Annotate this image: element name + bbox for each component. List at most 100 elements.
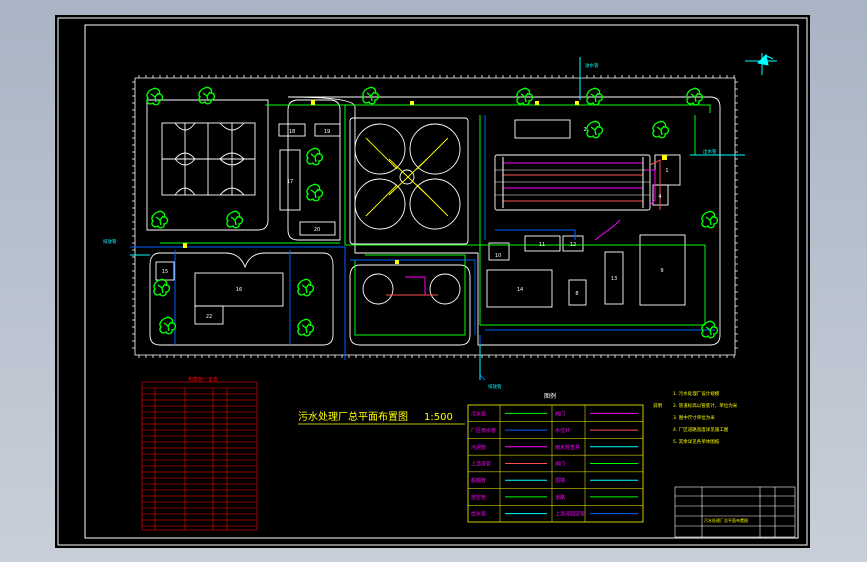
- tree-icon: [362, 86, 380, 105]
- label-4: 4: [658, 194, 661, 200]
- tree-icon: [146, 87, 164, 106]
- notes-title: 说明: [653, 402, 662, 409]
- legend-label-left: 放空管: [471, 494, 486, 501]
- label-22: 22: [206, 314, 212, 320]
- legend-label-right: 上清液回流管: [555, 511, 585, 518]
- sludge-pipes: [405, 169, 656, 295]
- structure-table: [141, 381, 258, 531]
- structure-17: [279, 149, 301, 211]
- note-4: 4. 厂区道路宽度详见施工图: [673, 426, 729, 433]
- title-block-project: 污水处理厂总平面布置图: [704, 517, 748, 523]
- water-supply-pipes: [130, 57, 745, 380]
- callout-outlet: 出水管: [703, 148, 717, 155]
- legend-label-left: 污水管: [471, 410, 486, 417]
- label-14: 14: [517, 287, 523, 293]
- callout-rain: 排放管: [103, 238, 117, 245]
- label-16: 16: [236, 287, 242, 293]
- north-arrow-icon: [745, 53, 777, 75]
- legend-label-left: 污泥管: [471, 444, 486, 451]
- label-15: 15: [162, 269, 168, 275]
- legend-label-right: 雨水检查井: [555, 444, 580, 451]
- tree-icon: [159, 316, 177, 335]
- structure-14: [486, 269, 553, 308]
- road-network: [146, 96, 721, 346]
- structure-9: [639, 234, 686, 306]
- structure-12: [562, 235, 584, 252]
- legend-label-right: 道路: [555, 494, 565, 501]
- pipe-fittings: [183, 100, 667, 264]
- structure-22: [194, 305, 224, 325]
- label-17: 17: [287, 179, 293, 185]
- site-boundary-wall: [132, 75, 738, 358]
- label-20: 20: [314, 227, 320, 233]
- legend-label-right: 水位计: [555, 427, 570, 434]
- note-5: 5. 其余详见各单体图纸: [673, 438, 720, 445]
- structure-10: [488, 242, 510, 261]
- tree-icon: [198, 86, 216, 105]
- drawing-title: 污水处理厂总平面布置图: [298, 410, 408, 423]
- note-1: 1. 污水处理厂设计规模: [673, 390, 720, 397]
- rain-pipes: [130, 115, 715, 381]
- structures: [155, 117, 686, 325]
- legend-title: 图例: [544, 392, 556, 400]
- label-19: 19: [324, 129, 330, 135]
- structure-8: [568, 279, 587, 306]
- legend-label-right: 闸门: [555, 461, 565, 468]
- legend-label-left: 超越管: [471, 477, 486, 484]
- structure-19: [314, 123, 341, 137]
- structure-labels: 2 1 4 10 11 12 13 9 14 8 15 16 22 18 19 …: [162, 127, 669, 320]
- notes: 说明 1. 污水处理厂设计规模 2. 管道标高以管底计，单位为米 3. 图中尺寸…: [653, 390, 738, 445]
- legend-label-left: 给水管: [471, 511, 486, 518]
- structure-13: [604, 251, 624, 305]
- structure-20: [299, 221, 336, 236]
- label-9: 9: [660, 268, 663, 274]
- tree-icon: [586, 120, 604, 139]
- legend-label-left: 厂区雨水管: [471, 427, 496, 434]
- tree-icon: [226, 210, 244, 229]
- structure-16: [194, 272, 284, 307]
- callout-discharge: 排放管: [488, 383, 502, 390]
- drawing-title-block: 污水处理厂总平面布置图 1:500: [298, 410, 465, 425]
- label-8: 8: [575, 291, 578, 297]
- legend-label-left: 上清液管: [471, 461, 491, 468]
- structure-18: [278, 123, 306, 137]
- structure-clarifier-tank: [349, 117, 469, 245]
- label-10: 10: [495, 253, 501, 259]
- tree-icon: [306, 183, 324, 202]
- tree-icon: [701, 210, 719, 229]
- cad-viewport[interactable]: 2 1 4 10 11 12 13 9 14 8 15 16 22 18 19 …: [55, 15, 810, 548]
- label-12: 12: [570, 242, 576, 248]
- trees: [146, 86, 719, 339]
- tree-icon: [652, 120, 670, 139]
- drawing-scale: 1:500: [424, 412, 453, 423]
- structure-2: [514, 119, 571, 139]
- label-1: 1: [665, 168, 668, 174]
- label-2: 2: [583, 127, 586, 133]
- supernatant-pipes: [386, 159, 661, 296]
- table-title: 构筑物一览表: [188, 376, 218, 383]
- label-18: 18: [289, 129, 295, 135]
- outer-frame: [57, 17, 808, 546]
- title-block: [674, 486, 796, 538]
- inner-frame: [84, 24, 799, 539]
- note-3: 3. 图中尺寸单位为米: [673, 414, 715, 421]
- tree-icon: [153, 278, 171, 297]
- label-13: 13: [611, 276, 617, 282]
- structure-11: [524, 235, 561, 252]
- basketball-courts: [161, 122, 256, 196]
- tree-icon: [306, 147, 324, 166]
- label-11: 11: [539, 242, 545, 248]
- tree-icon: [297, 318, 315, 337]
- legend-label-right: 阀门: [555, 410, 565, 417]
- structure-3: [494, 154, 651, 211]
- distribution-lines: [365, 137, 449, 217]
- site-plan: 2 1 4 10 11 12 13 9 14 8 15 16 22 18 19 …: [57, 17, 808, 546]
- tree-icon: [297, 278, 315, 297]
- pipe-callouts: 进水管 出水管 排放管 排放管: [103, 62, 717, 390]
- tree-icon: [151, 210, 169, 229]
- legend-label-right: 围墙: [555, 477, 565, 484]
- aeration-tank-internals: [495, 157, 650, 208]
- note-2: 2. 管道标高以管底计，单位为米: [673, 402, 738, 409]
- sewage-pipes: [160, 104, 711, 336]
